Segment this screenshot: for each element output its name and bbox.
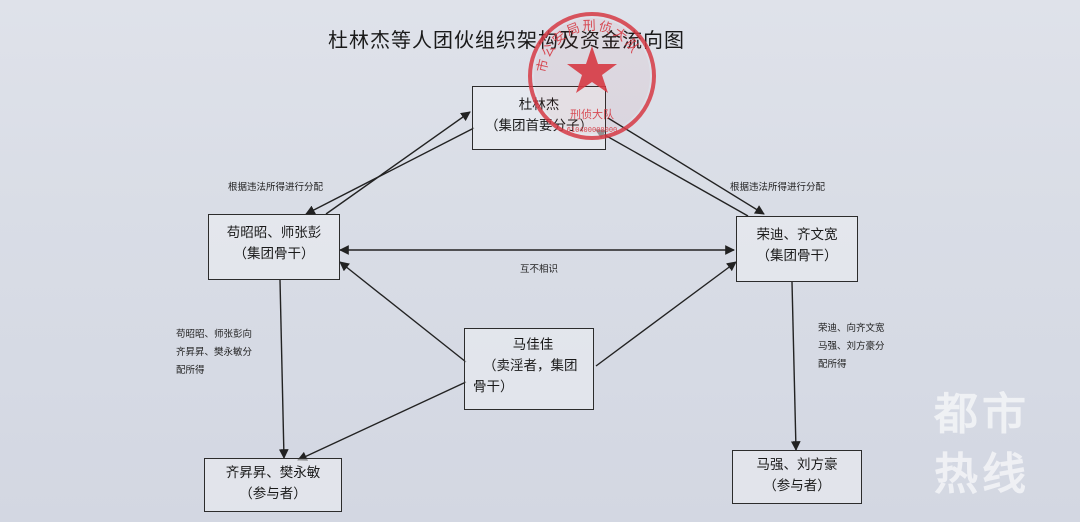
arrow-right-down — [790, 281, 801, 451]
svg-text:刑侦大队: 刑侦大队 — [570, 107, 614, 121]
node-right-line1: 荣迪、齐文宽 — [756, 227, 838, 243]
arrow-left-down — [278, 279, 289, 459]
svg-text:610400000000: 610400000000 — [567, 126, 618, 134]
label-right-down-3: 配所得 — [818, 359, 847, 370]
node-left: 苟昭昭、师张彭 （集团骨干） — [208, 214, 340, 280]
diagram-title: 杜林杰等人团伙组织架构及资金流向图 — [328, 28, 685, 52]
node-right-line2: （集团骨干） — [756, 248, 838, 264]
label-left-down-3: 配所得 — [176, 365, 205, 376]
node-bottom-right: 马强、刘方豪 （参与者） — [732, 450, 862, 504]
label-left-down: 苟昭昭、师张彭向 齐昇昇、樊永敏分 配所得 — [176, 326, 252, 380]
arrow-top-to-right — [607, 117, 765, 215]
node-center-line3: 骨干） — [473, 379, 514, 395]
red-seal-stamp: 市公安局刑侦大队 刑侦大队 610400000000 — [528, 12, 656, 140]
node-left-line1: 苟昭昭、师张彭 — [226, 225, 322, 241]
watermark-line2: 热线 — [934, 449, 1030, 500]
arrow-top-to-left — [305, 127, 475, 215]
arrow-center-to-left — [339, 261, 467, 363]
node-center: 马佳佳 （卖淫者，集团 骨干） — [464, 328, 594, 410]
node-center-line2: （卖淫者，集团 — [483, 358, 578, 374]
watermark-line1: 都市 — [934, 389, 1030, 440]
node-center-line1: 马佳佳 — [512, 337, 554, 353]
node-bottom-right-line2: （参与者） — [763, 478, 831, 494]
arrow-left-to-top — [325, 111, 471, 215]
arrow-right-to-top — [595, 129, 749, 217]
label-left-top: 根据违法所得进行分配 — [228, 182, 324, 193]
label-right-top: 根据违法所得进行分配 — [730, 182, 826, 193]
node-bottom-left: 齐昇昇、樊永敏 （参与者） — [204, 458, 342, 512]
node-top-line2: （集团首要分子） — [485, 118, 593, 134]
arrow-center-to-right — [595, 261, 737, 367]
seal-star-icon — [567, 46, 617, 93]
node-bottom-left-line1: 齐昇昇、樊永敏 — [225, 465, 321, 481]
arrow-center-to-bottom-left — [297, 381, 467, 461]
label-right-down: 荣迪、向齐文宽 马强、刘方豪分 配所得 — [818, 320, 885, 374]
node-bottom-left-line2: （参与者） — [239, 486, 307, 502]
label-right-down-1: 荣迪、向齐文宽 — [818, 323, 885, 334]
label-middle: 互不相识 — [520, 264, 559, 275]
node-left-line2: （集团骨干） — [233, 246, 315, 262]
label-left-down-2: 齐昇昇、樊永敏分 — [176, 347, 253, 358]
dushi-rexian-watermark: 都市 热线 — [930, 372, 1070, 512]
label-right-down-2: 马强、刘方豪分 — [818, 341, 885, 352]
label-left-down-1: 苟昭昭、师张彭向 — [176, 329, 253, 340]
node-bottom-right-line1: 马强、刘方豪 — [756, 457, 838, 473]
node-right: 荣迪、齐文宽 （集团骨干） — [736, 216, 858, 282]
